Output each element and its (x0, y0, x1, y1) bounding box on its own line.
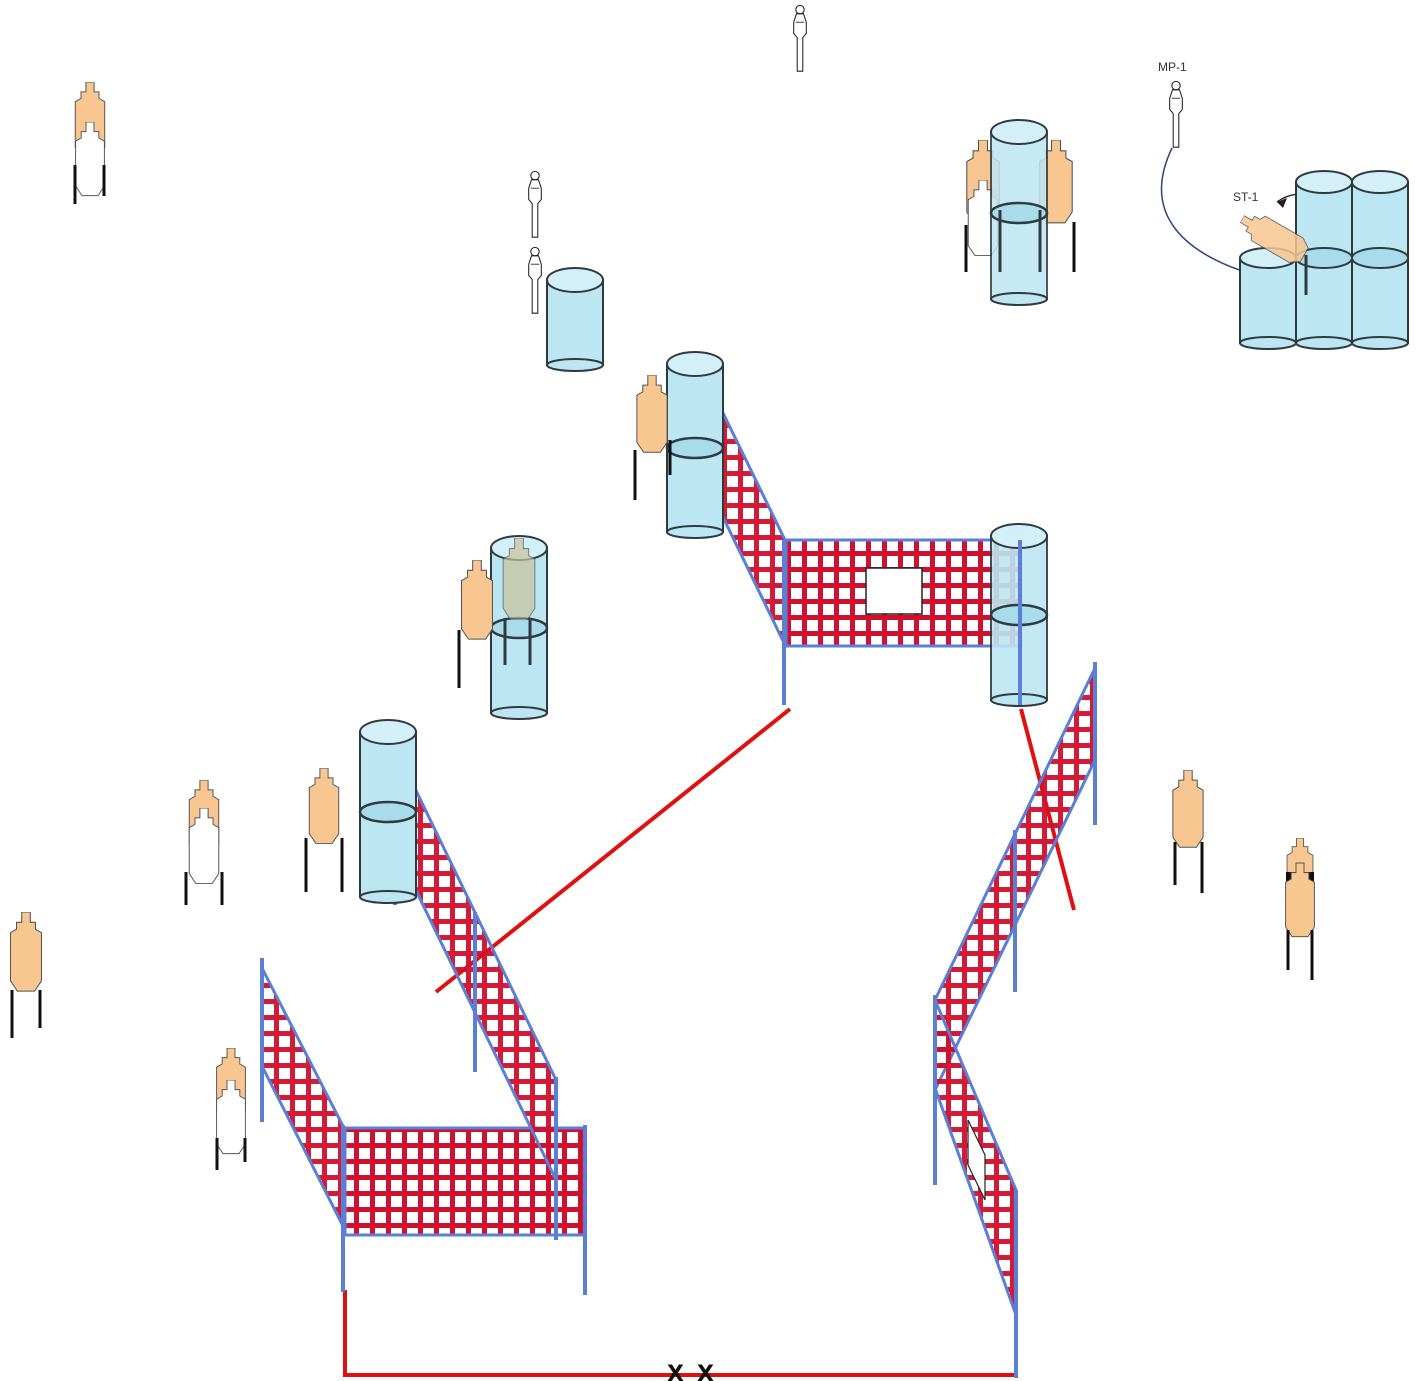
target-far-right (1285, 838, 1315, 980)
st1-label: ST-1 (1233, 190, 1259, 204)
target-array-top-left (73, 82, 106, 204)
tan-cardboard-target-icon (460, 560, 494, 640)
shooting-port (865, 567, 923, 615)
tan-cardboard-target-icon (636, 375, 668, 453)
target-behind-lower-left-wall (215, 1048, 247, 1170)
tan-cardboard-target-icon (9, 912, 43, 992)
tan-cardboard-target-icon (1172, 770, 1204, 848)
low-port (967, 1119, 986, 1201)
target-array-left (184, 780, 224, 905)
right-wall-lower-angled (933, 995, 1018, 1378)
target-array-upper-right (964, 119, 1076, 306)
steel-popper-icon-upper-left-1 (528, 170, 542, 238)
tan-cardboard-target-icon (308, 768, 340, 845)
barrel-upper-left (546, 267, 604, 372)
target-far-left (9, 912, 43, 1038)
steel-popper-icon-upper-left-2 (528, 246, 542, 314)
center-fault-line (434, 707, 792, 994)
fault-lines (343, 707, 1076, 1377)
target-center-left (457, 538, 536, 688)
target-upper-center (633, 375, 672, 500)
mover-assembly: MP-1 ST-1 (1158, 60, 1409, 350)
lower-left-wall-angled (260, 958, 347, 1292)
steel-popper-icon-mp1 (1168, 80, 1184, 148)
start-position-mark-1: X (667, 1362, 684, 1381)
steel-popper-icon-top-center (793, 4, 807, 72)
target-right (1172, 770, 1204, 893)
right-wall-upper-angled (933, 662, 1097, 1091)
barrel-stack-wall-right (989, 523, 1049, 707)
mp1-label: MP-1 (1158, 60, 1187, 74)
start-position-mark-2: X (697, 1362, 714, 1381)
upper-center-wall-with-port (784, 538, 1023, 648)
target-near-barrels-lower-left (304, 768, 344, 892)
barrel-stack-lower-left (358, 719, 418, 904)
barrel-stack-upper-center (665, 351, 725, 539)
